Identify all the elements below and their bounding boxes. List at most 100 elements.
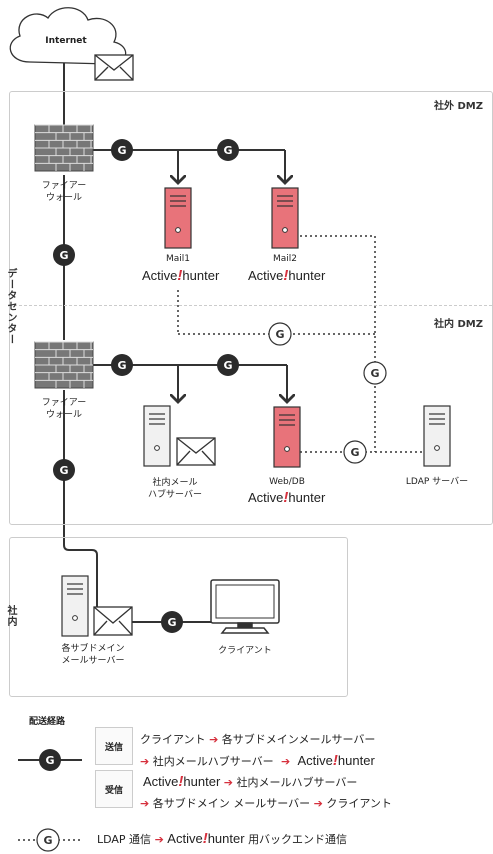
legend-send-tag: 送信 — [95, 727, 133, 765]
server-icon-mail2 — [271, 187, 299, 249]
monitor-icon-client — [210, 579, 280, 634]
envelope-icon-internet — [94, 54, 134, 81]
brand-part1: Active — [248, 490, 284, 505]
legend-receive-tag: 受信 — [95, 770, 133, 808]
brand-mark: ! — [283, 489, 289, 506]
external-dmz-label: 社外 DMZ — [434, 101, 483, 112]
legend-ldap-a: LDAP 通信 — [97, 833, 152, 846]
ldap-route-lines — [177, 235, 425, 453]
gateway-letter: G — [59, 464, 68, 477]
legend-send-line1-b: 各サブドメインメールサーバー — [221, 733, 376, 746]
brand-mark: ! — [177, 267, 183, 284]
hub-label: 社内メール ハブサーバー — [135, 477, 215, 501]
legend-ldap-b: 用バックエンド通信 — [248, 833, 348, 846]
hub-label-line2: ハブサーバー — [148, 490, 202, 500]
gateway-letter: G — [45, 754, 54, 767]
mail1-label: Mail1 — [165, 254, 190, 264]
internet-cloud-icon — [9, 7, 127, 65]
client-label: クライアント — [218, 646, 272, 656]
gateway-icon-fw-top-right: G — [111, 139, 133, 161]
gateway-icon-legend-dotted: G — [36, 828, 60, 852]
arrow-right-icon: ➔ — [209, 733, 219, 746]
firewall-top-label: ファイアー ウォール — [29, 180, 99, 204]
arrow-right-icon: ➔ — [277, 755, 294, 768]
envelope-icon-hub — [176, 437, 216, 466]
legend-brand-logo: Active!hunter — [297, 752, 375, 769]
subdomain-label-line2: メールサーバー — [61, 656, 125, 666]
server-icon-ldap — [423, 405, 451, 467]
internal-zone — [9, 537, 348, 697]
gateway-icon-ldap-mail2: G — [363, 361, 387, 385]
webdb-label: Web/DB — [269, 477, 305, 487]
brand-part1: Active — [167, 831, 203, 846]
server-icon-subdomain — [61, 575, 89, 637]
gateway-icon-client-link: G — [161, 611, 183, 633]
firewall-mid-label-line2: ウォール — [45, 410, 82, 420]
brand-part2: hunter — [288, 268, 326, 283]
gateway-letter: G — [43, 834, 52, 847]
brand-part1: Active — [248, 268, 284, 283]
legend-send-line1-a: クライアント — [140, 733, 206, 746]
legend-brand-logo: Active!hunter — [167, 830, 245, 847]
gateway-letter: G — [275, 328, 284, 341]
gateway-letter: G — [59, 249, 68, 262]
gateway-icon-internal-link: G — [53, 459, 75, 481]
arrow-right-icon: ➔ — [223, 776, 233, 789]
legend-send-line1: クライアント ➔ 各サブドメインメールサーバー — [140, 731, 375, 747]
brand-part2: hunter — [288, 490, 326, 505]
arrow-right-icon: ➔ — [140, 797, 150, 810]
arrow-right-icon: ➔ — [313, 797, 323, 810]
ldap-label: LDAP サーバー — [405, 477, 469, 487]
subdomain-label-line1: 各サブドメイン — [61, 644, 125, 654]
legend-send-line2-a: 社内メールハブサーバー — [152, 755, 274, 768]
data-center-label: データセンター — [5, 268, 16, 345]
brand-mark: ! — [332, 752, 338, 769]
brand-part2: hunter — [337, 753, 375, 768]
gateway-letter: G — [350, 446, 359, 459]
legend-receive-line2: ➔ 各サブドメイン メールサーバー ➔ クライアント — [140, 795, 392, 811]
firewall-mid-label: ファイアー ウォール — [29, 397, 99, 421]
internet-label: Internet — [45, 36, 87, 46]
legend-receive-line1-b: 社内メールハブサーバー — [236, 776, 358, 789]
gateway-letter: G — [223, 144, 232, 157]
gateway-letter: G — [167, 616, 176, 629]
legend-receive-line1: Active!hunter ➔ 社内メールハブサーバー — [143, 773, 357, 790]
brand-part1: Active — [142, 268, 178, 283]
gateway-letter: G — [117, 144, 126, 157]
gateway-letter: G — [223, 359, 232, 372]
mail1-brand-logo: Active!hunter — [142, 267, 219, 284]
brand-part2: hunter — [207, 831, 245, 846]
hub-label-line1: 社内メール — [152, 478, 198, 488]
legend-ldap-line: LDAP 通信 ➔ Active!hunter 用バックエンド通信 — [97, 830, 347, 847]
server-icon-hub — [143, 405, 171, 467]
server-icon-webdb — [273, 406, 301, 468]
webdb-brand-logo: Active!hunter — [248, 489, 325, 506]
data-center-zone — [9, 91, 493, 525]
legend-receive-tag-text: 受信 — [104, 785, 123, 796]
legend-title: 配送経路 — [29, 717, 66, 727]
brand-part1: Active — [143, 774, 179, 789]
firewall-mid-label-line1: ファイアー — [41, 398, 87, 408]
gateway-letter: G — [117, 359, 126, 372]
brand-part1: Active — [297, 753, 333, 768]
internal-dmz-label: 社内 DMZ — [434, 319, 483, 330]
brand-mark: ! — [178, 773, 184, 790]
firewall-top-label-line2: ウォール — [45, 193, 82, 203]
legend-receive-line2-a: 各サブドメイン メールサーバー — [152, 797, 311, 810]
legend-brand-logo: Active!hunter — [143, 773, 221, 790]
gateway-icon-webdb-route: G — [217, 354, 239, 376]
firewall-top-label-line1: ファイアー — [41, 181, 87, 191]
legend-receive-line2-b: クライアント — [326, 797, 392, 810]
gateway-icon-ldap-webdb: G — [343, 440, 367, 464]
internal-label: 社内 — [5, 605, 16, 627]
firewall-icon-mid — [34, 341, 94, 389]
gateway-icon-mail2-route: G — [217, 139, 239, 161]
mail2-brand-logo: Active!hunter — [248, 267, 325, 284]
subdomain-label: 各サブドメイン メールサーバー — [48, 643, 138, 667]
server-icon-mail1 — [164, 187, 192, 249]
brand-part2: hunter — [183, 774, 221, 789]
dmz-divider — [9, 305, 492, 306]
arrow-right-icon: ➔ — [154, 833, 164, 846]
legend-send-tag-text: 送信 — [104, 742, 123, 753]
